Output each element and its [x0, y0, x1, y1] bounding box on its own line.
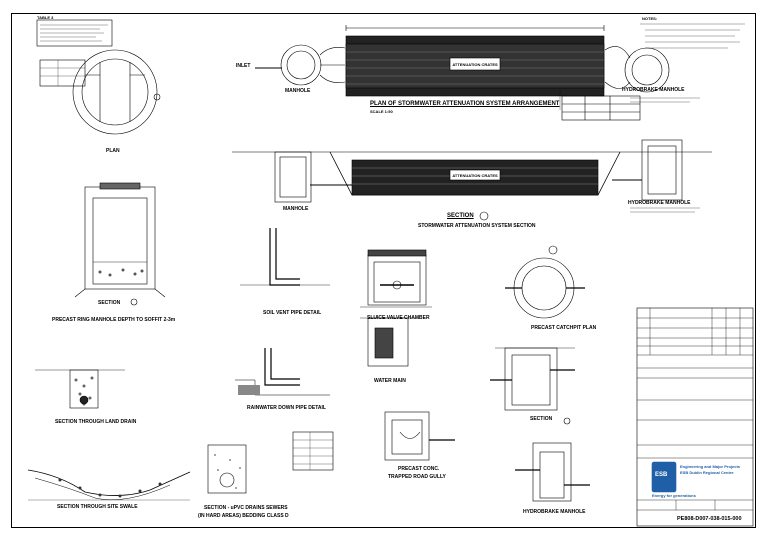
- title-block-frame: [636, 307, 754, 527]
- upvc-drain-section: [207, 444, 247, 494]
- drawing-sheet: [11, 13, 756, 528]
- upvc-label-1: SECTION - uPVC DRAINS SEWERS: [204, 505, 288, 511]
- hydrobrake-detail: [515, 442, 590, 502]
- catchpit-section: [490, 347, 575, 411]
- gully-label-1: PRECAST CONC.: [398, 466, 440, 472]
- upvc-label-2: (IN HARD AREAS) BEDDING CLASS D: [198, 513, 289, 519]
- svg-text:ATTENUATION CRATES: ATTENUATION CRATES: [452, 62, 498, 67]
- water-main-label: WATER MAIN: [374, 378, 406, 384]
- catchpit-section-marker: SECTION: [530, 416, 553, 422]
- precast-section-marker: SECTION: [98, 300, 121, 306]
- manhole-label-plan: MANHOLE: [285, 88, 311, 94]
- sluice-valve-chamber: [360, 249, 432, 308]
- manhole-plan: [72, 49, 161, 135]
- land-drain-section: [35, 369, 125, 409]
- gully-label-2: TRAPPED ROAD GULLY: [388, 474, 446, 480]
- attenuation-plan: ATTENUATION CRATES: [255, 25, 670, 110]
- sluice-label: SLUICE VALVE CHAMBER: [367, 315, 430, 321]
- swale-label: SECTION THROUGH SITE SWALE: [57, 504, 138, 510]
- precast-manhole-section: [74, 182, 166, 298]
- plan-title: PLAN OF STORMWATER ATTENUATION SYSTEM AR…: [370, 101, 560, 107]
- company-logo: [651, 461, 677, 493]
- logo-text: ESB: [655, 472, 668, 478]
- catchpit-plan-label: PRECAST CATCHPIT PLAN: [531, 325, 597, 331]
- catchpit-plan: [505, 257, 585, 319]
- section-title: STORMWATER ATTENUATION SYSTEM SECTION: [418, 223, 536, 229]
- hydrobrake-detail-label: HYDROBRAKE MANHOLE: [523, 509, 586, 515]
- road-gully-section: [384, 411, 455, 461]
- drawing-number: PE808-D007-038-015-000: [677, 516, 742, 522]
- swale-section: [27, 469, 191, 501]
- company-line-2: ESB Dublin Regional Centre: [680, 470, 734, 475]
- section-marker: SECTION: [447, 213, 474, 219]
- water-main-detail: [360, 317, 420, 367]
- hydrobrake-section-label: HYDROBRAKE MANHOLE: [628, 200, 691, 206]
- land-drain-label: SECTION THROUGH LAND DRAIN: [55, 419, 137, 425]
- inlet-label: INLET: [236, 63, 251, 69]
- soil-vent-label: SOIL VENT PIPE DETAIL: [263, 310, 322, 316]
- soil-vent-detail: [240, 228, 330, 286]
- logo-sub: Energy for generations: [652, 493, 696, 498]
- rainwater-label: RAINWATER DOWN PIPE DETAIL: [247, 405, 326, 411]
- table-label: TABLE 3: [37, 15, 54, 20]
- attenuation-section: ATTENUATION CRATES: [232, 139, 712, 203]
- manhole-section-label: MANHOLE: [283, 206, 309, 212]
- company-line-1: Engineering and Major Projects: [680, 464, 741, 469]
- precast-title: PRECAST RING MANHOLE DEPTH TO SOFFIT 2-3…: [52, 317, 176, 323]
- notes-title: NOTES:: [642, 16, 658, 21]
- hydrobrake-plan-label: HYDROBRAKE MANHOLE: [622, 87, 685, 93]
- svg-text:ATTENUATION CRATES: ATTENUATION CRATES: [452, 173, 498, 178]
- plan-scale: SCALE 1:50: [370, 109, 393, 114]
- rainwater-pipe-detail: [235, 348, 330, 396]
- plan-view-label: PLAN: [106, 148, 120, 154]
